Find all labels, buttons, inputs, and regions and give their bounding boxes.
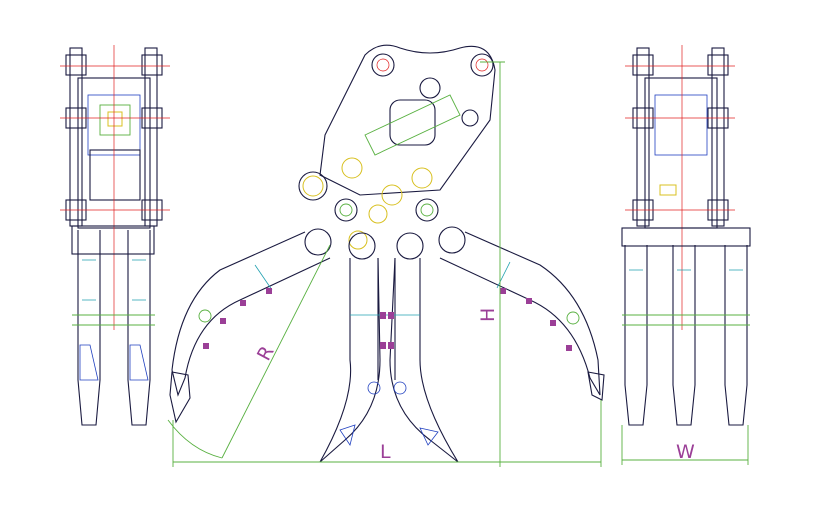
- left-side-view: [60, 45, 170, 426]
- front-view: [169, 44, 605, 463]
- wear-marks: [203, 288, 572, 351]
- dimension-lines: [167, 61, 749, 467]
- dimension-label-w: W: [676, 441, 695, 463]
- dimension-label-h: H: [477, 308, 499, 322]
- right-side-view: [621, 45, 751, 426]
- dimension-label-r: R: [253, 342, 279, 364]
- dimension-label-l: L: [380, 441, 391, 463]
